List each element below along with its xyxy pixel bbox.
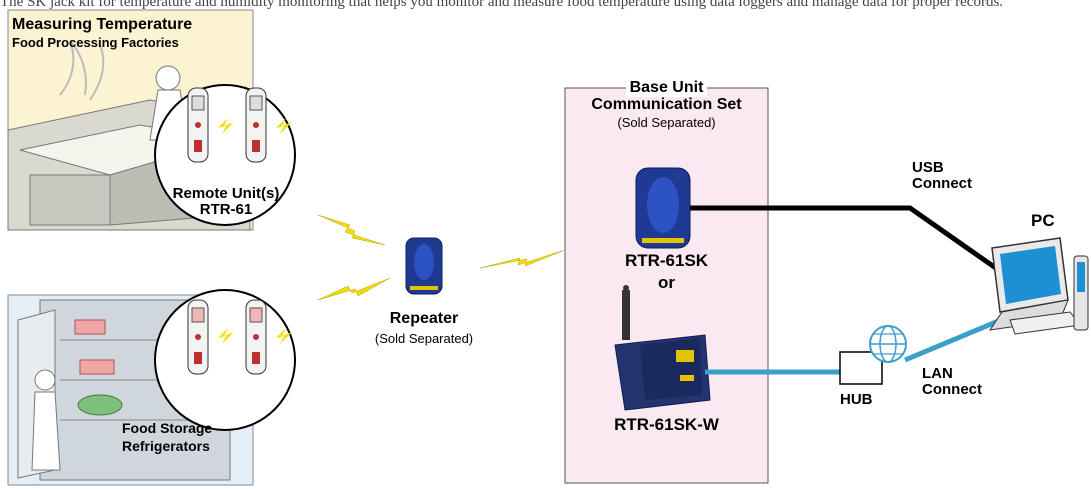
hub-label: HUB: [840, 391, 873, 408]
factory-subtitle: Food Processing Factories: [12, 35, 179, 50]
lan-connect-label: LAN Connect: [922, 366, 982, 398]
pc-label: PC: [1031, 211, 1055, 230]
repeater-device-icon: [405, 237, 443, 295]
remote-units-circle: [154, 84, 296, 226]
usb-connect-label: USB Connect: [912, 160, 972, 192]
network-globe-icon: [869, 325, 907, 363]
lightning-icon-2: [317, 277, 391, 301]
usb-cable: [690, 205, 1012, 281]
usb-line2: Connect: [912, 174, 972, 192]
pc-icon: [988, 237, 1089, 335]
base-unit-heading: Base Unit Communication Set: [560, 79, 773, 114]
base-unit-line1: Base Unit: [625, 79, 708, 97]
remote-unit-line1: Remote Unit(s): [172, 185, 280, 202]
lan-line1: LAN: [922, 365, 953, 382]
repeater-title: Repeater: [389, 310, 459, 327]
remote-unit-line2: RTR-61: [199, 200, 253, 218]
usb-line1: USB: [912, 159, 944, 176]
base-unit-panel: [564, 87, 769, 484]
storage-line1: Food Storage: [122, 420, 213, 436]
rtr-61sk-device-icon: [635, 167, 691, 249]
lan-line2: Connect: [922, 380, 982, 398]
storage-line2: Refrigerators: [122, 437, 210, 454]
base-unit-line2: Communication Set: [591, 95, 742, 113]
lightning-icon-3: [479, 249, 566, 269]
cropped-top-text: The SK jack kit for temperature and humi…: [0, 0, 1004, 10]
repeater-note: (Sold Separated): [374, 331, 474, 346]
or-label: or: [658, 273, 675, 292]
base-unit-note: (Sold Separated): [617, 115, 716, 130]
remote-unit-label: Remote Unit(s) RTR-61: [170, 186, 282, 218]
factory-title: Measuring Temperature: [12, 16, 193, 33]
lightning-icon-1: [317, 214, 386, 246]
storage-label: Food Storage Refrigerators: [122, 420, 212, 455]
rtr-61sk-w-label: RTR-61SK-W: [614, 415, 719, 434]
rtr-61sk-w-device-icon: [614, 285, 711, 411]
rtr-61sk-label: RTR-61SK: [624, 251, 709, 270]
storage-loggers-circle: [154, 289, 296, 431]
